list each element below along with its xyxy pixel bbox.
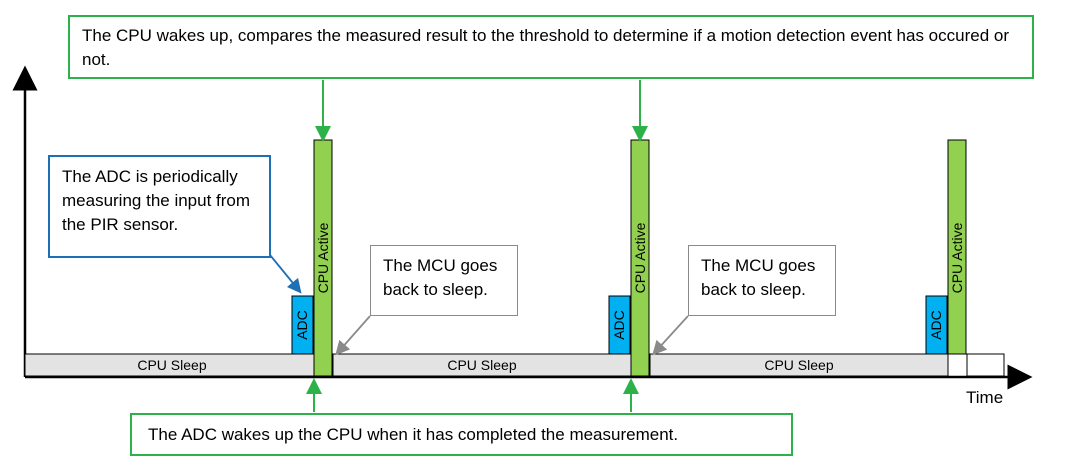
arrow-mcu-sleep-1: [335, 315, 371, 356]
x-axis-label: Time: [966, 388, 1004, 407]
sleep-label-1: CPU Sleep: [137, 357, 206, 373]
callout-mcu-sleep-2-text: The MCU goes back to sleep.: [701, 256, 816, 299]
callout-adc-wakes-cpu-text: The ADC wakes up the CPU when it has com…: [148, 425, 679, 444]
adc-bar-3: [925, 295, 948, 355]
adc-label-3: ADC: [928, 310, 944, 340]
adc-label-2: ADC: [611, 310, 627, 340]
adc-label-1: ADC: [294, 310, 310, 340]
cpu-active-bar-3: [947, 139, 967, 355]
adc-bar-1: [291, 295, 314, 355]
callout-mcu-sleep-2: The MCU goes back to sleep.: [688, 245, 836, 316]
adc-bar-2: [608, 295, 631, 355]
arrow-mcu-sleep-2: [652, 315, 689, 356]
callout-adc-wakes-cpu: The ADC wakes up the CPU when it has com…: [130, 413, 793, 456]
callout-cpu-wakes-text: The CPU wakes up, compares the measured …: [82, 26, 1009, 69]
callout-cpu-wakes: The CPU wakes up, compares the measured …: [68, 15, 1034, 79]
sleep-label-3: CPU Sleep: [764, 357, 833, 373]
callout-mcu-sleep-1-text: The MCU goes back to sleep.: [383, 256, 498, 299]
sleep-bar-4: [966, 353, 1005, 377]
cpu-active-label-1: CPU Active: [315, 222, 331, 293]
sleep-label-2: CPU Sleep: [447, 357, 516, 373]
cpu-active-label-2: CPU Active: [632, 222, 648, 293]
cpu-active-label-3: CPU Active: [949, 222, 965, 293]
callout-adc-periodic: The ADC is periodically measuring the in…: [48, 155, 271, 258]
callout-mcu-sleep-1: The MCU goes back to sleep.: [370, 245, 518, 316]
sleep-bar-3: [649, 353, 949, 377]
arrow-adc-periodic: [269, 254, 302, 294]
callout-adc-periodic-text: The ADC is periodically measuring the in…: [62, 167, 251, 234]
